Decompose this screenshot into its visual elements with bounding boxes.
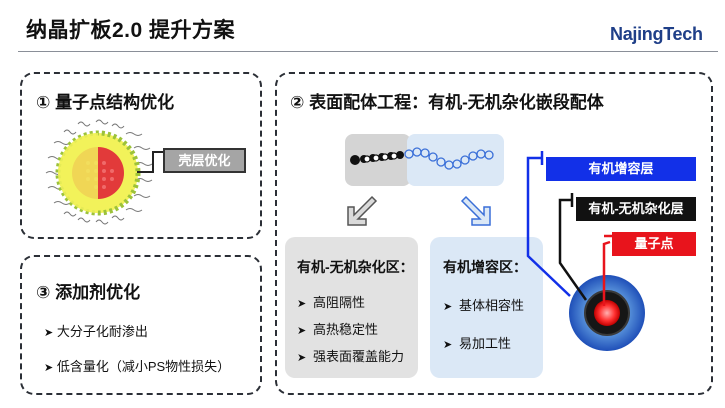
title-divider — [18, 51, 718, 52]
arrow-down-right-icon — [460, 195, 491, 226]
structure-optimization-panel — [20, 72, 262, 239]
arrow-down-left-icon — [347, 195, 378, 226]
arrow-bullet-icon: ➤ — [44, 362, 54, 374]
layered-quantum-dot-illustration — [526, 151, 645, 351]
organic-layer-label: 有机增容层 — [546, 157, 696, 181]
quantum-dot-illustration — [45, 119, 153, 225]
quantum-dot-label: 量子点 — [612, 232, 696, 256]
shell-pointer-line — [137, 151, 165, 173]
hybrid-zone-box — [285, 237, 418, 378]
shell-optimization-label: 壳层优化 — [163, 148, 246, 173]
additive-item: ➤ 低含量化（减小PS物性损失） — [44, 359, 231, 374]
additive-item: ➤ 大分子化耐渗出 — [44, 324, 148, 339]
brand-logo: NajingTech — [610, 24, 703, 44]
arrow-bullet-icon: ➤ — [297, 352, 307, 364]
hybrid-zone-item: ➤高热稳定性 — [297, 322, 379, 337]
page-title: 纳晶扩板2.0 提升方案 — [26, 19, 236, 42]
hybrid-layer-label: 有机-无机杂化层 — [576, 197, 696, 221]
arrow-bullet-icon: ➤ — [44, 327, 54, 339]
arrow-bullet-icon: ➤ — [443, 301, 453, 313]
hybrid-zone-item: ➤高阻隔性 — [297, 295, 366, 310]
organic-zone-title: 有机增容区： — [443, 259, 527, 275]
hybrid-zone-item: ➤强表面覆盖能力 — [297, 349, 405, 364]
organic-zone-item: ➤易加工性 — [443, 336, 512, 351]
arrow-bullet-icon: ➤ — [297, 298, 307, 310]
organic-zone-box — [430, 237, 543, 378]
organic-zone-item: ➤基体相容性 — [443, 298, 525, 313]
ligand-chain-illustration — [350, 147, 494, 170]
panel2-heading: ② 表面配体工程：有机-无机杂化嵌段配体 — [290, 93, 604, 112]
panel1-heading: ① 量子点结构优化 — [36, 93, 175, 112]
hybrid-zone-title: 有机-无机杂化区： — [297, 259, 414, 275]
ligand-engineering-panel — [275, 72, 713, 395]
additive-optimization-panel — [20, 255, 262, 395]
arrow-bullet-icon: ➤ — [443, 339, 453, 351]
panel3-heading: ③ 添加剂优化 — [36, 283, 141, 302]
arrow-bullet-icon: ➤ — [297, 325, 307, 337]
